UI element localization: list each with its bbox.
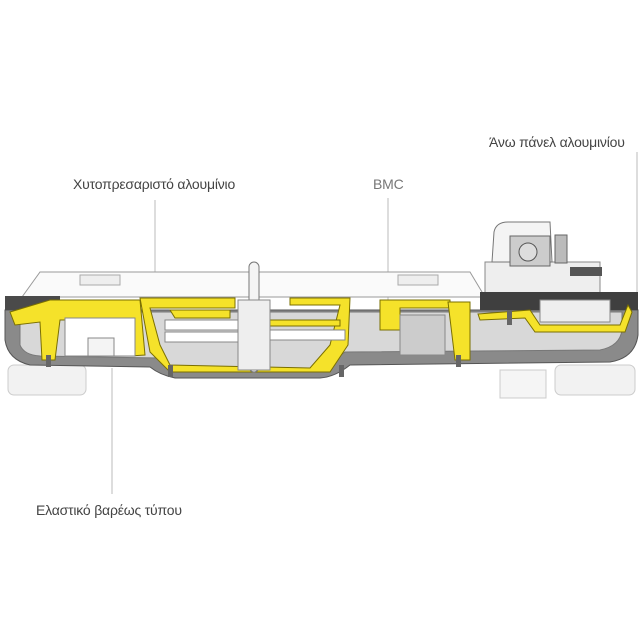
label-rubber: Ελαστικό βαρέως τύπου (36, 502, 182, 518)
tonearm (484, 221, 602, 297)
left-foot (7, 364, 87, 396)
screws (46, 310, 512, 377)
spindle-bearing (237, 299, 271, 371)
feet (7, 364, 636, 399)
label-bmc: BMC (373, 176, 404, 192)
label-die-cast-aluminium: Χυτοπρεσαριστό αλουμίνιο (73, 176, 236, 192)
center-support (499, 369, 547, 399)
label-top-panel: Άνω πάνελ αλουμινίου (489, 134, 625, 150)
platter-detail (79, 274, 121, 286)
die-cast-aluminium-parts (9, 297, 633, 373)
platter-detail (397, 274, 439, 286)
internal-components (64, 299, 611, 357)
right-foot (554, 364, 636, 396)
